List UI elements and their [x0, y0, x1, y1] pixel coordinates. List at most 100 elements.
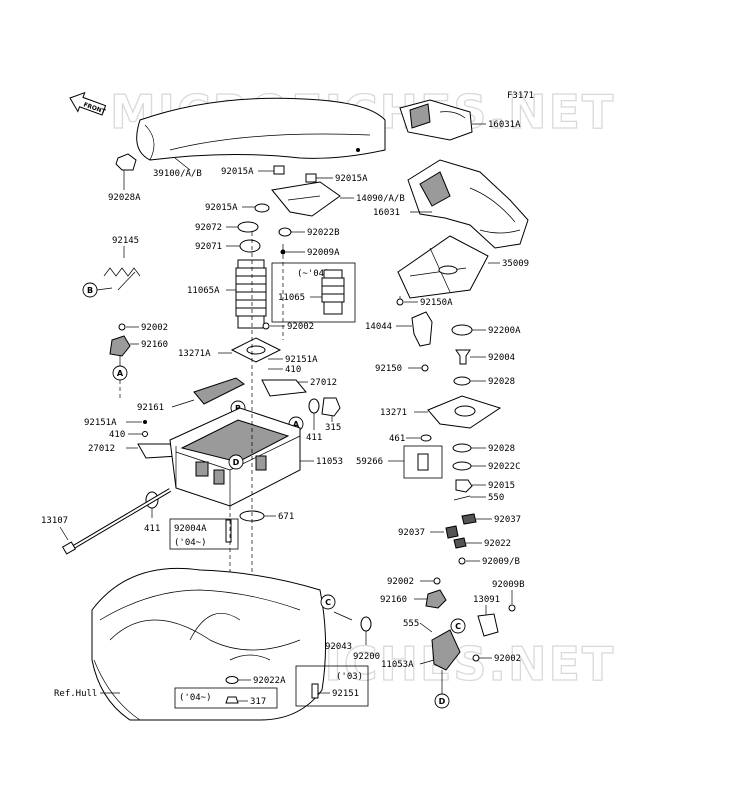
label-16031A: 16031A: [488, 120, 521, 130]
front-arrow-icon: FRONT: [69, 91, 107, 116]
label-92004A: 92004A: [174, 524, 207, 534]
callout-D-center: [228, 454, 244, 470]
label-11065: 11065: [278, 293, 305, 303]
nut-317-illustration: [225, 696, 239, 704]
label-92037-a: 92037: [398, 528, 425, 538]
washer-92028-b-illustration: [452, 443, 472, 453]
label-92015A-3: 92015A: [205, 203, 238, 213]
pin-92043-illustration: [333, 611, 353, 621]
label-27012-b: 27012: [88, 444, 115, 454]
spring-92145-illustration: [103, 267, 141, 291]
pad-92161-illustration: [193, 377, 245, 405]
bracket-27012-a-illustration: [261, 379, 307, 397]
screw-92002-c-illustration: [433, 577, 441, 585]
inset-box-from-04: [169, 518, 239, 550]
label-92009B: 92009B: [492, 580, 525, 590]
label-13271A: 13271A: [178, 349, 211, 359]
label-16031: 16031: [373, 208, 400, 218]
label-92151A-b: 92151A: [84, 418, 117, 428]
label-92002-c: 92002: [387, 577, 414, 587]
bolt-92009B-illustration: [508, 604, 516, 612]
label-92150: 92150: [375, 364, 402, 374]
label-ref-hull: Ref.Hull: [54, 689, 97, 699]
screw-92002-a-illustration: [118, 323, 126, 331]
clip-92037-b-illustration: [461, 513, 477, 525]
washer-411-a-illustration: [308, 398, 320, 414]
bracket-92160-a-illustration: [109, 335, 131, 357]
label-92028A: 92028A: [108, 193, 141, 203]
label-92072: 92072: [195, 223, 222, 233]
stud-92004-illustration: [455, 349, 471, 365]
label-35009: 35009: [502, 259, 529, 269]
callout-C-left: [320, 594, 336, 610]
screw-92002-d-illustration: [472, 654, 480, 662]
label-92004: 92004: [488, 353, 515, 363]
fastener-92028A-illustration: [115, 153, 137, 190]
svg-text:B: B: [87, 286, 93, 295]
nut-92015-illustration: [455, 479, 473, 493]
washer-92022C-illustration: [452, 461, 472, 471]
note-until-04: (~'04): [297, 269, 330, 279]
part-59266-illustration: [417, 453, 429, 471]
label-92161: 92161: [137, 403, 164, 413]
clip-92015A-1-illustration: [273, 165, 285, 175]
label-92002-b: 92002: [287, 322, 314, 332]
washer-92022B-illustration: [278, 227, 292, 237]
washer-92200-illustration: [360, 616, 372, 632]
label-315: 315: [325, 423, 341, 433]
nut-315-illustration: [321, 397, 341, 417]
inset-box-from-04-bottom: [174, 687, 278, 709]
inset-box-03: [295, 665, 369, 707]
svg-text:C: C: [455, 622, 461, 631]
label-410-b: 410: [109, 430, 125, 440]
label-13271: 13271: [380, 408, 407, 418]
pin-550-illustration: [453, 495, 471, 501]
clip-92015A-2-illustration: [305, 173, 317, 183]
part-13091-illustration: [477, 613, 499, 637]
plate-14090-illustration: [271, 181, 341, 217]
clip-92022-illustration: [453, 537, 467, 549]
bracket-92160-b-illustration: [425, 589, 447, 609]
label-13107: 13107: [41, 516, 68, 526]
label-92160-a: 92160: [141, 340, 168, 350]
label-92151: 92151: [332, 689, 359, 699]
washer-92022A-illustration: [225, 676, 239, 684]
svg-text:D: D: [439, 697, 446, 706]
label-671: 671: [278, 512, 294, 522]
label-92022A: 92022A: [253, 676, 286, 686]
label-92150A: 92150A: [420, 298, 453, 308]
label-92002-a: 92002: [141, 323, 168, 333]
label-550: 550: [488, 493, 504, 503]
label-92043: 92043: [325, 642, 352, 652]
label-39100: 39100/A/B: [153, 169, 202, 179]
label-92037-b: 92037: [494, 515, 521, 525]
part-16031A-illustration: [399, 99, 473, 141]
bolt-92150-illustration: [421, 364, 429, 372]
label-92015A-2: 92015A: [335, 174, 368, 184]
hull-illustration: [91, 567, 327, 721]
bolt-92009B-slash-illustration: [458, 557, 466, 565]
shaft-13107-illustration: [61, 541, 77, 555]
label-11053A: 11053A: [381, 660, 414, 670]
band-92072-illustration: [237, 221, 259, 233]
clip-92037-a-illustration: [445, 525, 459, 539]
label-92002-d: 92002: [494, 654, 521, 664]
label-92200A: 92200A: [488, 326, 521, 336]
boot-11065-illustration: [321, 269, 345, 315]
washer-92028-a-illustration: [453, 376, 471, 386]
label-92160-b: 92160: [380, 595, 407, 605]
label-92145: 92145: [112, 236, 139, 246]
label-92015: 92015: [488, 481, 515, 491]
label-411-a: 411: [306, 433, 322, 443]
svg-text:D: D: [233, 458, 240, 467]
label-92022: 92022: [484, 539, 511, 549]
bolt-92150A-illustration: [396, 298, 404, 306]
svg-text:A: A: [117, 369, 124, 378]
label-92028-a: 92028: [488, 377, 515, 387]
note-from-04-a: ('04~): [174, 538, 207, 548]
label-92028-b: 92028: [488, 444, 515, 454]
label-461: 461: [389, 434, 405, 444]
boot-11065A-illustration: [235, 259, 267, 329]
note-from-04-b: ('04~): [179, 693, 212, 703]
